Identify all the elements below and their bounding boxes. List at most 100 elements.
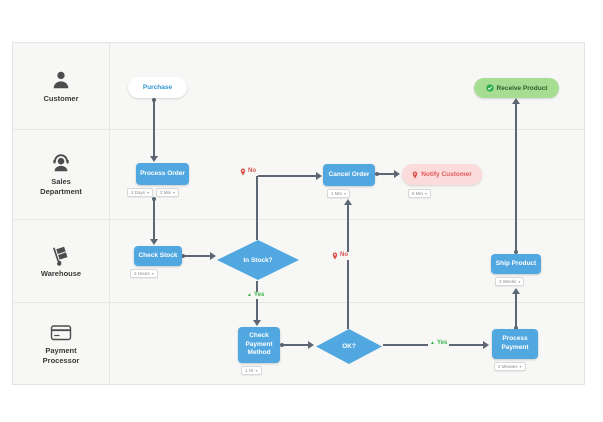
- arrowhead: [344, 199, 352, 205]
- lane-customer: Customer: [13, 43, 584, 129]
- process-payment-chips: 2 Minutes ▾: [494, 362, 526, 371]
- chip-label: 2 Min: [160, 190, 172, 195]
- node-check-stock[interactable]: Check Stock: [134, 246, 182, 266]
- pin-icon: [240, 168, 246, 176]
- chevron-down-icon: ▾: [151, 270, 154, 276]
- node-label: Cancel Order: [328, 170, 370, 178]
- node-process-order[interactable]: Process Order: [136, 163, 189, 185]
- node-label: Process Order: [140, 169, 185, 177]
- person-icon: [53, 71, 69, 88]
- edge-check-stock-to-in-stock: [184, 255, 211, 257]
- lane-title: Customer: [43, 93, 79, 103]
- tag-chip[interactable]: 2 Hours ▾: [130, 269, 158, 278]
- edge-label-text: Yes: [436, 340, 448, 346]
- chevron-down-icon: ▾: [519, 363, 522, 369]
- notify-customer-chips: 5 Min ▾: [408, 189, 432, 198]
- support-agent-icon: [53, 154, 69, 172]
- edge-purchase-to-process-order: [153, 100, 155, 158]
- lane-label-customer: Customer: [13, 43, 110, 129]
- connector-dot: [280, 343, 284, 347]
- edge-check-payment-to-ok: [283, 344, 309, 346]
- edge-label-text: Yes: [253, 292, 265, 298]
- arrowhead: [253, 320, 261, 326]
- connector-dot: [375, 172, 379, 176]
- arrowhead: [394, 170, 400, 178]
- lane-label-sales-department: Sales Department: [13, 130, 110, 219]
- node-label: Check Payment Method: [245, 331, 273, 357]
- tag-chip[interactable]: 2 Minutes ▾: [494, 362, 526, 371]
- tag-chip[interactable]: 5 Min ▾: [408, 189, 432, 198]
- edge-process-payment-to-ship: [515, 293, 517, 327]
- node-check-payment-method[interactable]: Check Payment Method: [238, 327, 280, 363]
- chevron-down-icon: ▾: [173, 189, 176, 195]
- node-purchase[interactable]: Purchase: [128, 77, 187, 98]
- edge-in-stock-no-horizontal: [256, 175, 317, 177]
- edge-label-text: No: [248, 168, 256, 175]
- chip-label: 5 Min: [412, 191, 424, 196]
- node-label: Purchase: [142, 84, 173, 91]
- tag-chip[interactable]: 1 Hr ▾: [241, 366, 262, 375]
- edge-label-no-ok: No: [330, 252, 350, 260]
- chevron-down-icon: ▾: [255, 367, 258, 373]
- check-circle-icon: [485, 84, 494, 92]
- tag-chip[interactable]: 2 Weeks ▾: [495, 277, 525, 286]
- pin-icon: [412, 171, 418, 178]
- chip-label: 2 Weeks: [499, 279, 517, 284]
- edge-label-yes-ok: ▲ Yes: [428, 340, 450, 348]
- lane-payment-processor: Payment Processor: [13, 302, 584, 386]
- lane-title: Warehouse: [40, 268, 82, 278]
- node-label: Receive Product: [496, 84, 548, 92]
- lane-title: Sales Department: [40, 177, 82, 196]
- hand-truck-icon: [53, 246, 68, 266]
- edge-cancel-to-notify: [378, 173, 395, 175]
- arrowhead: [308, 341, 314, 349]
- arrowhead: [316, 172, 322, 180]
- chip-label: 2 Hours: [134, 271, 150, 276]
- pin-icon: [332, 252, 338, 260]
- node-label: Process Payment: [501, 335, 529, 351]
- tag-chip[interactable]: 1 Min ▾: [327, 189, 351, 198]
- arrowhead: [150, 156, 158, 162]
- edge-label-text: No: [340, 252, 348, 259]
- lane-warehouse: Warehouse: [13, 219, 584, 302]
- node-label: OK?: [342, 343, 356, 350]
- arrowhead: [512, 98, 520, 104]
- chip-label: 1 Min: [331, 191, 343, 196]
- arrowhead: [150, 239, 158, 245]
- node-receive-product[interactable]: Receive Product: [474, 78, 559, 98]
- edge-process-order-to-check-stock: [153, 199, 155, 240]
- edge-in-stock-no-vertical: [256, 176, 258, 240]
- lane-label-payment-processor: Payment Processor: [13, 303, 110, 386]
- triangle-up-icon: ▲: [247, 292, 252, 299]
- chip-label: 2 Minutes: [498, 364, 518, 369]
- node-notify-customer[interactable]: Notify Customer: [402, 164, 482, 185]
- connector-dot: [514, 250, 518, 254]
- chip-label: 1 Hr: [245, 368, 254, 373]
- chevron-down-icon: ▾: [147, 189, 150, 195]
- edge-ship-to-receive: [515, 104, 517, 251]
- check-stock-chips: 2 Hours ▾: [130, 269, 158, 278]
- connector-dot: [181, 254, 185, 258]
- tag-chip[interactable]: 2 Days ▾: [127, 188, 154, 197]
- arrowhead: [483, 341, 489, 349]
- credit-card-icon: [50, 325, 72, 341]
- triangle-up-icon: ▲: [430, 340, 435, 347]
- arrowhead: [210, 252, 216, 260]
- ship-product-chips: 2 Weeks ▾: [495, 277, 525, 286]
- check-payment-chips: 1 Hr ▾: [241, 366, 262, 375]
- tag-chip[interactable]: 2 Min ▾: [156, 188, 180, 197]
- node-process-payment[interactable]: Process Payment: [492, 329, 538, 359]
- edge-label-no-instock: No: [238, 168, 258, 176]
- lane-sales-department: Sales Department: [13, 129, 584, 219]
- node-label: In Stock?: [243, 256, 273, 264]
- node-label: Notify Customer: [421, 171, 472, 178]
- process-order-chips: 2 Days ▾ 2 Min ▾: [127, 188, 180, 197]
- node-ship-product[interactable]: Ship Product: [491, 254, 541, 274]
- edge-label-yes-instock: ▲ Yes: [245, 292, 267, 300]
- flowchart-board: Customer Sales Department: [12, 42, 585, 386]
- edge-ok-no-to-cancel: [347, 204, 349, 329]
- node-label: Ship Product: [495, 259, 537, 267]
- node-cancel-order[interactable]: Cancel Order: [323, 164, 375, 186]
- connector-dot: [514, 326, 518, 330]
- chip-label: 2 Days: [131, 190, 146, 195]
